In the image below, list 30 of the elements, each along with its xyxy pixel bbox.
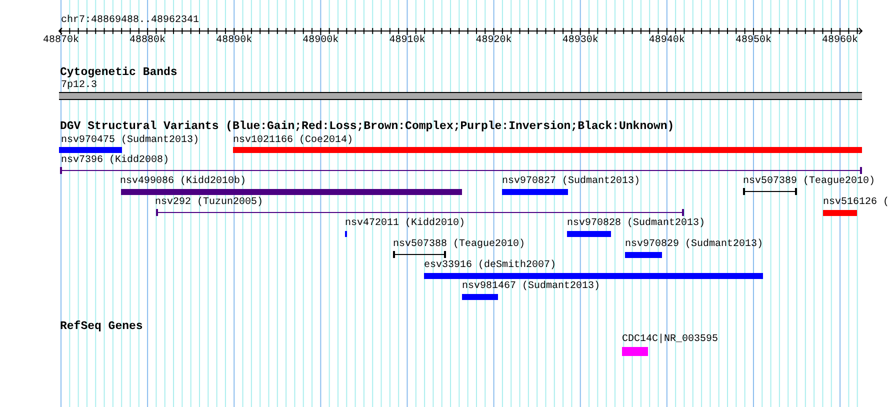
feature-label: nsv292 (Tuzun2005) xyxy=(155,197,264,209)
axis-tick-label: 48870k xyxy=(43,35,79,47)
track-title: Cytogenetic Bands xyxy=(60,67,178,79)
axis-tick-label: 48940k xyxy=(648,35,685,47)
feature-label: nsv472011 (Kidd2010) xyxy=(345,218,466,230)
axis-tick-label: 48890k xyxy=(216,35,252,47)
track-title: DGV Structural Variants (Blue:Gain;Red:Loss;Brown:Complex;Purple:Inversion;Black:Unknown) xyxy=(60,121,674,133)
feature-label: nsv970827 (Sudmant2013) xyxy=(502,176,640,188)
feature-label: nsv970475 (Sudmant2013) xyxy=(61,135,200,147)
track-title: RefSeq Genes xyxy=(60,321,143,333)
axis-tick-label: 48950k xyxy=(735,35,772,47)
region-label: 7p12.3 xyxy=(61,80,98,92)
feature-label: nsv970828 (Sudmant2013) xyxy=(567,218,706,230)
region-label: chr7:48869488..48962341 xyxy=(61,15,200,27)
axis-tick-label: 48880k xyxy=(130,35,166,47)
feature-label: esv33916 (deSmith2007) xyxy=(424,260,556,272)
feature-label: nsv970829 (Sudmant2013) xyxy=(625,239,764,251)
axis-tick-label: 48920k xyxy=(476,35,512,47)
axis-tick-label: 48910k xyxy=(389,35,426,47)
feature-label: nsv981467 (Sudmant2013) xyxy=(462,281,600,293)
feature-label: nsv499086 (Kidd2010b) xyxy=(120,176,246,188)
feature-label: nsv516126 ( xyxy=(823,197,890,209)
axis-tick-label: 48930k xyxy=(562,35,598,47)
feature-label: nsv507388 (Teague2010) xyxy=(393,239,526,251)
feature-label: nsv7396 (Kidd2008) xyxy=(61,155,170,167)
feature-label: nsv507389 (Teague2010) xyxy=(743,176,876,188)
feature-label: CDC14C|NR_003595 xyxy=(622,334,718,346)
axis-tick-label: 48900k xyxy=(302,35,339,47)
axis-tick-label: 48960k xyxy=(822,35,858,47)
feature-label: nsv1021166 (Coe2014) xyxy=(233,135,354,147)
